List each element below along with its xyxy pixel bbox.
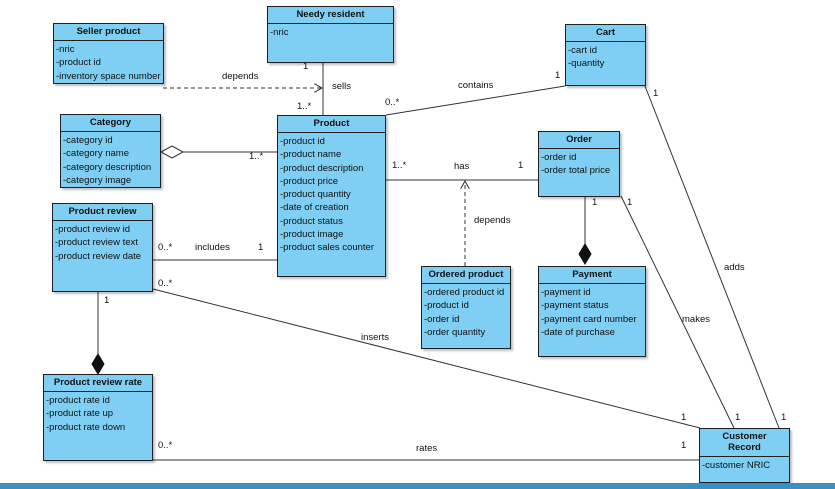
attribute: -inventory space number <box>56 70 161 82</box>
composition-diamond-review <box>91 353 105 375</box>
mult-rates-customer: 1 <box>681 440 687 451</box>
label-depends-seller: depends <box>222 71 259 82</box>
attribute: -category id <box>63 135 113 146</box>
mult-makes-customer: 1 <box>735 412 741 423</box>
class-customer-record[interactable]: Customer Record -customer NRIC <box>699 428 790 483</box>
attribute: -product image <box>280 229 344 241</box>
attribute: -product name <box>280 149 342 161</box>
attribute: -product id <box>280 136 325 147</box>
attribute: -category name <box>63 148 130 160</box>
attribute: -product sales counter <box>280 242 374 254</box>
attribute: -quantity <box>568 58 605 70</box>
attribute: -product rate id <box>46 395 110 406</box>
edge-product-cart <box>385 85 566 116</box>
mult-review-insert: 0..* <box>158 278 173 289</box>
mult-sells-bottom: 1..* <box>297 101 312 112</box>
attribute: -customer NRIC <box>702 460 771 471</box>
label-has: has <box>454 161 470 172</box>
label-contains: contains <box>458 80 494 91</box>
class-name: Order <box>539 132 619 149</box>
label-adds: adds <box>724 262 745 273</box>
edge-cart-customer <box>644 85 780 429</box>
edge-review-customer <box>152 288 701 429</box>
attribute: -order id <box>424 313 460 325</box>
class-product-review-rate[interactable]: Product review rate -product rate id -pr… <box>43 374 153 461</box>
mult-includes-product: 1 <box>258 242 264 253</box>
attribute: -order total price <box>541 165 611 177</box>
mult-adds-customer: 1 <box>781 412 787 423</box>
attribute: -product review id <box>55 224 130 235</box>
class-name: Category <box>61 115 160 132</box>
bottom-border <box>0 483 835 489</box>
mult-category: 1..* <box>249 151 264 162</box>
attribute: -product description <box>280 162 364 174</box>
attribute: -product rate down <box>46 421 126 433</box>
class-name: Ordered product <box>422 267 510 284</box>
mult-has-product: 1..* <box>392 160 407 171</box>
label-inserts: inserts <box>361 332 389 343</box>
label-includes: includes <box>195 242 230 253</box>
attribute: -ordered product id <box>424 287 505 298</box>
attribute: -date of purchase <box>541 326 615 338</box>
mult-rates-rate: 0..* <box>158 440 173 451</box>
class-seller-product[interactable]: Seller product -nric -product id -invent… <box>53 23 164 84</box>
class-category[interactable]: Category -category id -category name -ca… <box>60 114 161 188</box>
attribute: -order id <box>541 152 577 163</box>
attribute: -date of creation <box>280 202 349 214</box>
class-name: Product review rate <box>44 375 152 392</box>
attribute: -category description <box>63 161 152 173</box>
mult-includes-review: 0..* <box>158 242 173 253</box>
class-product-review[interactable]: Product review -product review id -produ… <box>52 203 153 292</box>
class-name: Needy resident <box>268 7 393 24</box>
attribute: -product price <box>280 175 339 187</box>
class-name: Customer Record <box>700 429 789 457</box>
mult-contains-product: 0..* <box>385 97 400 108</box>
mult-review-rate: 1 <box>104 295 110 306</box>
attribute: -product id <box>56 57 101 69</box>
edge-order-customer <box>620 195 735 429</box>
mult-inserts-customer: 1 <box>681 412 687 423</box>
attribute: -product review date <box>55 250 142 262</box>
attribute: -payment status <box>541 300 609 312</box>
attribute: -category image <box>63 174 132 186</box>
attribute: -payment card number <box>541 313 637 325</box>
class-order[interactable]: Order -order id -order total price <box>538 131 620 197</box>
attribute: -product quantity <box>280 189 351 201</box>
mult-has-order: 1 <box>518 160 524 171</box>
label-makes: makes <box>682 314 710 325</box>
class-name: Cart <box>566 25 645 42</box>
class-name: Payment <box>539 267 645 284</box>
mult-sells-top: 1 <box>303 61 309 72</box>
attribute: -payment id <box>541 287 591 298</box>
attribute: -nric <box>56 44 75 55</box>
attribute: -product review text <box>55 237 138 249</box>
mult-adds-cart: 1 <box>653 88 659 99</box>
class-name: Product <box>278 116 385 133</box>
class-product[interactable]: Product -product id -product name -produ… <box>277 115 386 277</box>
class-name: Product review <box>53 204 152 221</box>
aggregation-diamond <box>159 145 185 159</box>
label-depends-ordered: depends <box>474 215 511 226</box>
attribute: -product rate up <box>46 408 114 420</box>
composition-diamond-payment <box>578 243 592 265</box>
class-cart[interactable]: Cart -cart id -quantity <box>565 24 646 86</box>
class-needy-resident[interactable]: Needy resident -nric <box>267 6 394 63</box>
attribute: -order quantity <box>424 326 486 338</box>
mult-contains-cart: 1 <box>555 70 561 81</box>
label-sells: sells <box>332 81 352 92</box>
attribute: -product id <box>424 300 469 312</box>
attribute: -product status <box>280 215 343 227</box>
class-ordered-product[interactable]: Ordered product -ordered product id -pro… <box>421 266 511 349</box>
class-name: Seller product <box>54 24 163 41</box>
class-payment[interactable]: Payment -payment id -payment status -pay… <box>538 266 646 357</box>
mult-makes-order: 1 <box>627 197 633 208</box>
label-rates: rates <box>416 443 438 454</box>
attribute: -nric <box>270 27 289 38</box>
attribute: -cart id <box>568 45 598 56</box>
mult-payment: 1 <box>592 197 598 208</box>
